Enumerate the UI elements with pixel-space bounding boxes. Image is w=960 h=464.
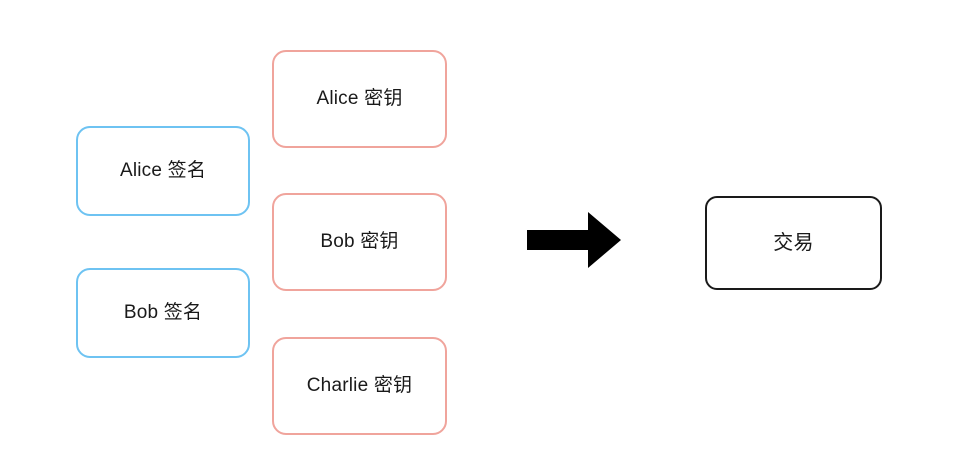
key-node-alice[interactable]: Alice 密钥 (272, 50, 447, 148)
transaction-node[interactable]: 交易 (705, 196, 882, 290)
key-node-alice-label: Alice 密钥 (316, 87, 403, 109)
key-node-bob-label: Bob 密钥 (320, 230, 399, 252)
right-arrow-icon-shape (527, 212, 621, 268)
signature-node-alice-label: Alice 签名 (119, 159, 207, 181)
signature-node-alice[interactable]: Alice 签名 (76, 126, 250, 216)
signature-node-bob[interactable]: Bob 签名 (76, 268, 250, 358)
right-arrow-icon (525, 208, 623, 272)
transaction-node-label: 交易 (773, 232, 814, 254)
key-node-bob[interactable]: Bob 密钥 (272, 193, 447, 291)
key-node-charlie-label: Charlie 密钥 (306, 374, 413, 396)
signature-node-bob-label: Bob 签名 (123, 301, 203, 323)
key-node-charlie[interactable]: Charlie 密钥 (272, 337, 447, 435)
